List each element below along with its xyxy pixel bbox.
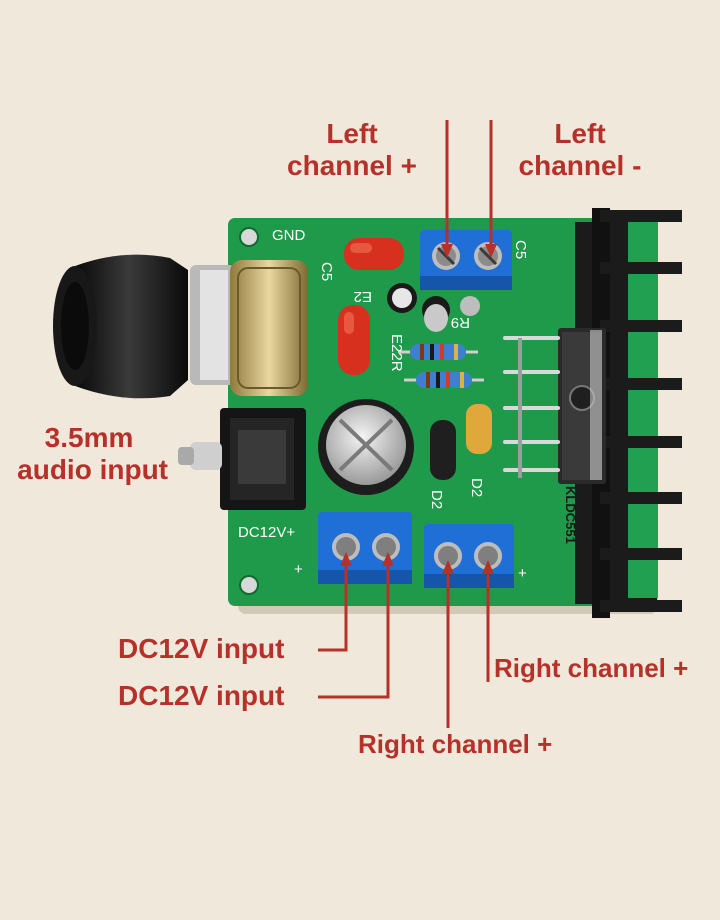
mounting-hole [239, 575, 259, 595]
callout-audio-input-line1: 3.5mm [44, 422, 134, 453]
label-c5-left: C5 [318, 262, 335, 281]
red-capacitor-mid [338, 305, 370, 375]
leader-lines [318, 120, 493, 728]
mounting-hole [239, 227, 259, 247]
label-plus-left: + [294, 561, 303, 578]
pcb-board [228, 218, 648, 606]
main-capacitor [318, 399, 414, 495]
callout-left-channel-minus: Left channel - [500, 118, 660, 182]
callout-right-channel-plus-side: Right channel + [494, 653, 689, 683]
label-d2-right: D2 [468, 478, 485, 497]
callout-left-channel-minus-line1: Left [554, 118, 606, 149]
callout-left-channel-plus-line1: Left [326, 118, 378, 149]
label-e22r: E22R [388, 334, 405, 372]
label-e2: E2 [354, 288, 372, 305]
callout-audio-input-line2: audio input [17, 454, 168, 485]
amplifier-chip [558, 328, 606, 484]
callout-left-channel-plus: Left channel + [268, 118, 436, 182]
label-r9: R9 [451, 314, 470, 331]
terminal-block-left-channel[interactable] [420, 230, 512, 290]
label-d2-left: D2 [428, 490, 445, 509]
diode-d2-right [466, 404, 492, 454]
label-dc12v: DC12V+ [238, 524, 295, 541]
callout-dc12v-input-2: DC12V input [118, 680, 285, 711]
resistor [398, 344, 478, 360]
resistor [404, 372, 484, 388]
small-capacitor [387, 283, 480, 332]
audio-jack-icon[interactable] [178, 408, 306, 510]
label-gnd: GND [272, 227, 306, 244]
callout-audio-input: 3.5mm audio input [10, 422, 168, 486]
terminal-block-dc12v[interactable] [318, 512, 412, 584]
label-chip-marking: KLDC551 [563, 486, 578, 544]
terminal-block-right-channel[interactable] [424, 524, 514, 588]
chip-pins [503, 336, 560, 472]
diode-d2-left [430, 420, 456, 480]
callout-right-channel-plus-bottom: Right channel + [358, 729, 553, 759]
label-plus-right: + [518, 565, 527, 582]
callout-left-channel-plus-line2: channel + [287, 150, 417, 181]
red-capacitor-top [344, 238, 404, 270]
callout-left-channel-minus-line2: channel - [518, 150, 642, 181]
potentiometer [230, 260, 308, 396]
leader-arrows [340, 244, 497, 574]
knob-icon[interactable] [53, 254, 235, 399]
label-c5-right: C5 [512, 240, 529, 259]
callout-dc12v-input-1: DC12V input [118, 633, 285, 664]
